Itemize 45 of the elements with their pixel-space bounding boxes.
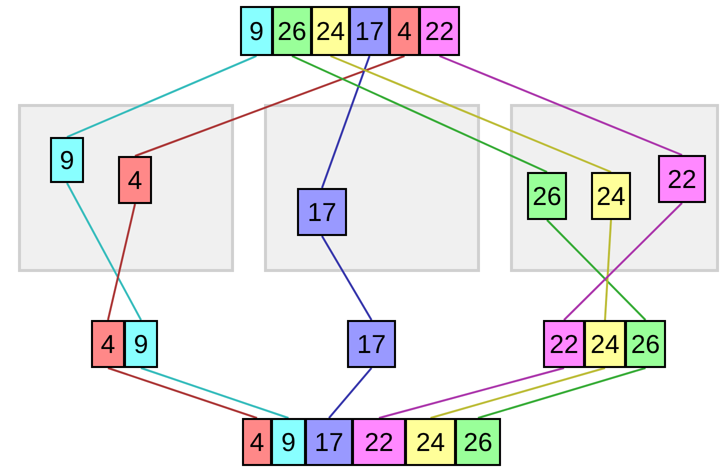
- number-cell: 22: [543, 320, 585, 368]
- bucket-panel: [264, 104, 480, 272]
- connector-line: [439, 55, 682, 156]
- number-cell: 9: [124, 320, 158, 368]
- number-cell: 17: [349, 6, 390, 56]
- number-cell: 22: [352, 418, 406, 466]
- connector-line: [108, 367, 258, 419]
- number-cell: 9: [271, 418, 306, 466]
- connector-line: [107, 204, 136, 320]
- number-cell: 24: [311, 6, 350, 56]
- bucket-panel: [18, 104, 234, 272]
- connector-line: [134, 55, 405, 157]
- connector-line: [330, 55, 612, 173]
- number-cell: 9: [50, 137, 84, 183]
- number-cell: 26: [527, 172, 567, 220]
- number-cell: 4: [91, 320, 125, 368]
- number-cell: 17: [305, 418, 353, 466]
- number-cell: 22: [658, 155, 706, 203]
- connector-line: [66, 55, 257, 138]
- number-cell: 24: [591, 172, 631, 220]
- number-cell: 4: [118, 156, 152, 204]
- connector-line: [563, 202, 683, 321]
- number-cell: 24: [584, 320, 626, 368]
- connector-line: [478, 367, 646, 419]
- connector-line: [430, 367, 606, 419]
- connector-line: [328, 367, 372, 419]
- number-cell: 26: [455, 418, 501, 466]
- connector-line: [378, 367, 564, 419]
- number-cell: 26: [625, 320, 666, 368]
- number-cell: 4: [242, 418, 272, 466]
- number-cell: 4: [389, 6, 420, 56]
- connector-line: [66, 182, 142, 320]
- number-cell: 22: [419, 6, 460, 56]
- connector-line: [546, 219, 646, 321]
- number-cell: 24: [405, 418, 456, 466]
- connector-line: [140, 367, 289, 419]
- connector-line: [292, 55, 548, 173]
- number-cell: 17: [297, 188, 347, 236]
- number-cell: 26: [272, 6, 312, 56]
- connector-line: [321, 236, 372, 320]
- number-cell: 17: [347, 320, 396, 368]
- number-cell: 9: [240, 6, 273, 56]
- bucket-panel: [510, 104, 719, 272]
- connector-line: [321, 56, 370, 188]
- connector-line: [604, 220, 612, 320]
